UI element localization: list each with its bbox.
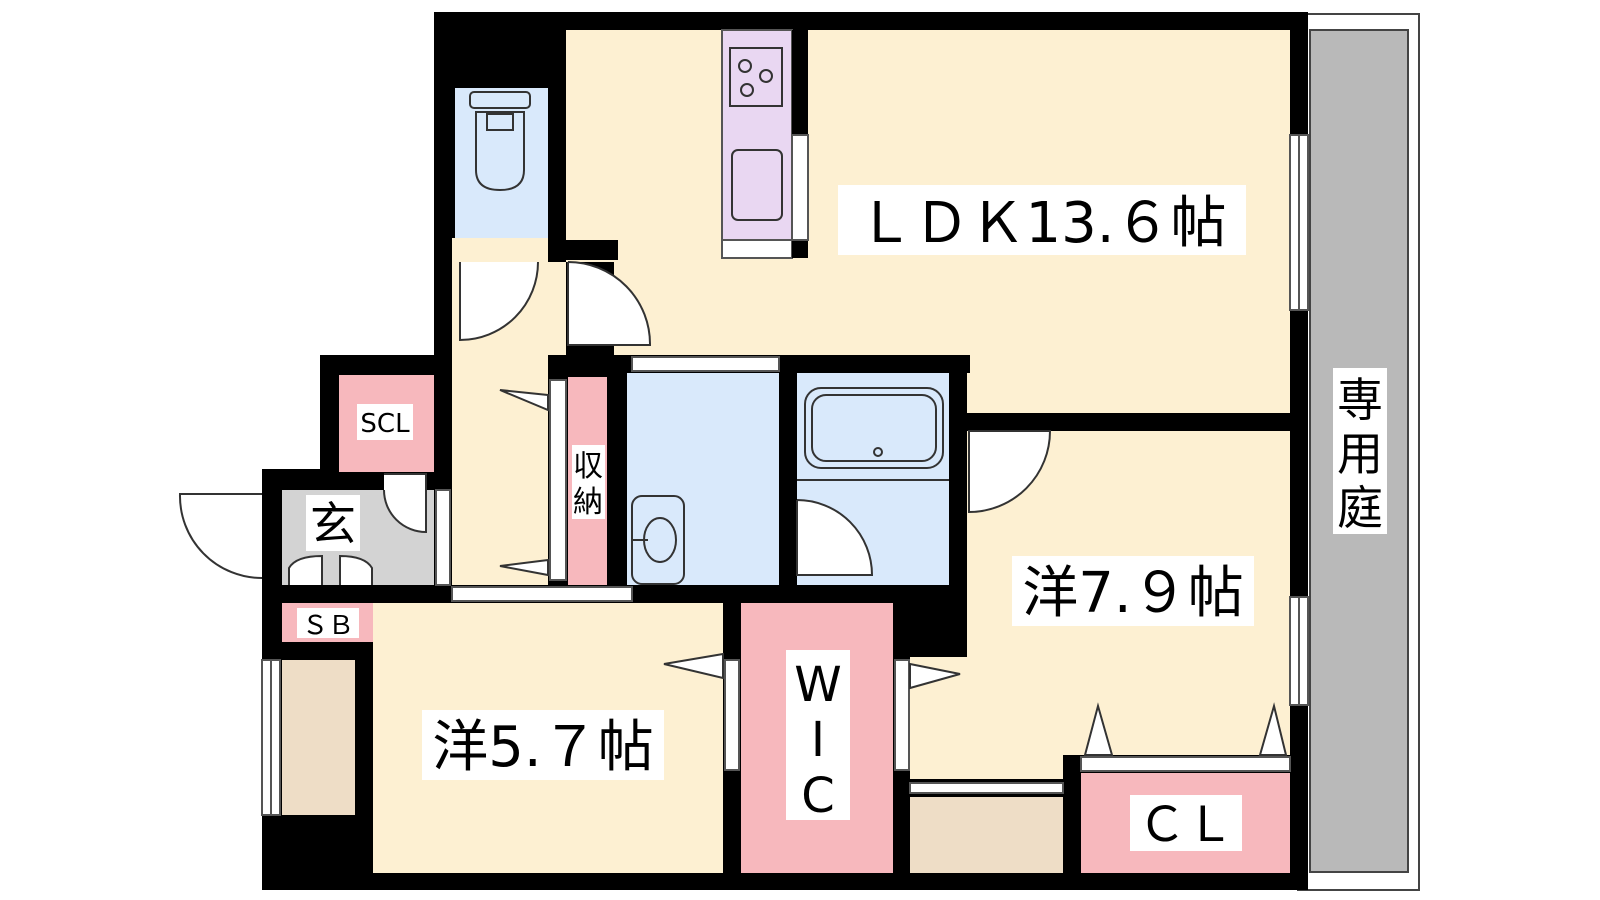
entrance-door-swing-icon xyxy=(178,493,263,579)
stove-burner-icon xyxy=(759,69,773,83)
folding-door-icon xyxy=(499,389,961,690)
doors xyxy=(178,261,1288,756)
door-swing-icon xyxy=(567,261,652,346)
western1-label: 洋7.９帖 xyxy=(1022,561,1243,626)
storage-label-1: 収 xyxy=(573,449,603,484)
cl-label: ＣＬ xyxy=(1138,797,1234,853)
wash-basin-icon xyxy=(631,495,685,585)
ldk-label: ＬＤＫ13.６帖 xyxy=(857,191,1226,256)
bathtub-icon xyxy=(797,387,949,481)
garden-label-3: 庭 xyxy=(1337,481,1383,535)
wic-label-w: W xyxy=(794,657,841,713)
fixtures xyxy=(469,91,949,585)
storage-label-2: 納 xyxy=(573,485,603,520)
door-swing-icon xyxy=(968,430,1052,514)
genkan-label: 玄 xyxy=(310,497,356,551)
door-swing-icon xyxy=(383,473,427,534)
toilet-floor xyxy=(455,88,548,238)
shoe-box-door-icon xyxy=(288,554,373,585)
garden-label-2: 用 xyxy=(1337,427,1383,481)
door-swing-icon xyxy=(796,499,874,576)
room-labels: ＬＤＫ13.６帖 洋7.９帖 洋5.７帖 W I C ＣＬ SCL ＳＢ 玄 収… xyxy=(297,185,1387,853)
wic-label-i: I xyxy=(811,712,825,768)
openings xyxy=(261,134,1309,816)
private-garden xyxy=(1297,13,1420,891)
washroom-floor xyxy=(627,372,779,585)
scl-label: SCL xyxy=(360,409,410,439)
stove-burner-icon xyxy=(740,83,754,97)
toilet-icon xyxy=(469,91,531,192)
sink-icon xyxy=(731,149,783,221)
wic-label-c: C xyxy=(801,768,835,824)
stove-burner-icon xyxy=(738,59,752,73)
nook-floor xyxy=(910,797,1063,873)
western2-label: 洋5.７帖 xyxy=(432,715,653,780)
garden-label-1: 専 xyxy=(1337,373,1383,427)
door-swing-icon xyxy=(459,261,539,342)
sb-label: ＳＢ xyxy=(302,611,354,641)
closet-door-icon xyxy=(1083,702,1288,756)
